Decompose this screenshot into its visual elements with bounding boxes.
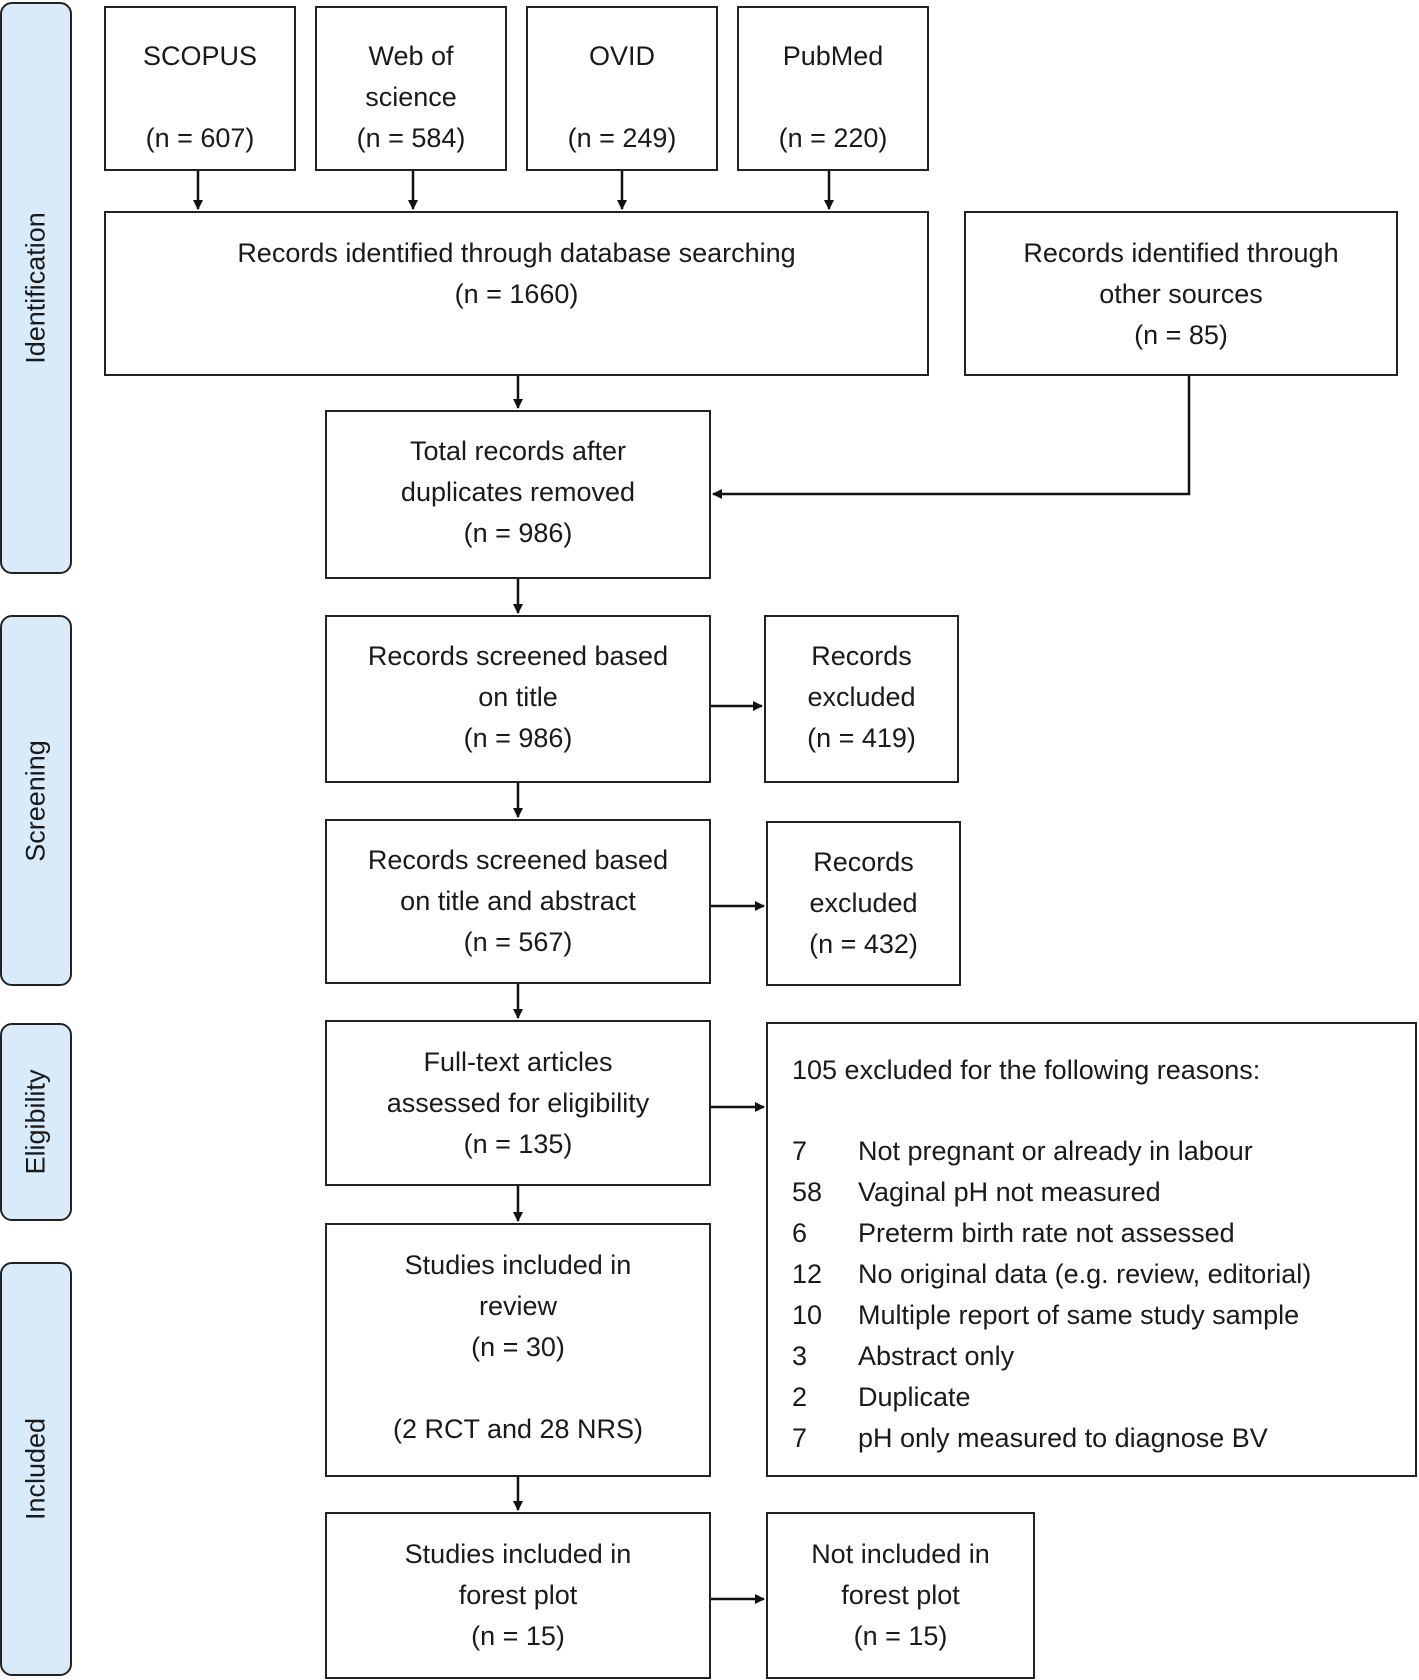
fulltext-label-1: Full-text articles — [423, 1047, 613, 1077]
exclusion-reason-row: 58 Vaginal pH not measured — [792, 1172, 1311, 1213]
duplicates-removed-label-1: Total records after — [409, 436, 627, 466]
source-scopus-count: (n = 607) — [145, 123, 255, 153]
exclusion-reason-row: 6 Preterm birth rate not assessed — [792, 1213, 1311, 1254]
forest-not-included-box: Not included in forest plot (n = 15) — [766, 1512, 1035, 1679]
stage-identification: Identification — [0, 2, 72, 574]
source-wos-name-2: science — [365, 82, 457, 112]
stage-screening: Screening — [0, 615, 72, 986]
exclusion-reason-count: 58 — [792, 1177, 823, 1207]
stage-included: Included — [0, 1262, 72, 1676]
database-search-box: Records identified through database sear… — [104, 211, 929, 376]
screen-abstract-box: Records screened based on title and abst… — [325, 819, 711, 984]
screen-title-label-1: Records screened based — [367, 641, 669, 671]
exclusion-reason-text: Abstract only — [858, 1341, 1015, 1371]
exclusion-reason-count: 2 — [792, 1382, 808, 1412]
duplicates-removed-label-2: duplicates removed — [400, 477, 636, 507]
exclusion-reason-count: 6 — [792, 1218, 808, 1248]
exclusion-reason-row: 3 Abstract only — [792, 1336, 1311, 1377]
screen-abstract-count: (n = 567) — [463, 927, 573, 957]
exclusion-reason-text: No original data (e.g. review, editorial… — [858, 1259, 1312, 1289]
exclusion-reason-text: Multiple report of same study sample — [858, 1300, 1300, 1330]
exclusion-reason-count: 3 — [792, 1341, 808, 1371]
screen-abstract-label-2: on title and abstract — [400, 886, 636, 916]
excluded-abstract-label-2: excluded — [809, 888, 918, 918]
screen-title-label-2: on title — [478, 682, 558, 712]
excluded-title-box: Records excluded (n = 419) — [764, 615, 959, 783]
exclusion-reasons-list: 7 Not pregnant or already in labour 58 Vagi… — [792, 1131, 1311, 1459]
exclusion-reason-row: 12 No original data (e.g. review, editori… — [792, 1254, 1311, 1295]
source-wos-box: Web of science (n = 584) — [315, 6, 507, 171]
included-review-box: Studies included in review (n = 30) (2 R… — [325, 1223, 711, 1477]
fulltext-box: Full-text articles assessed for eligibil… — [325, 1020, 711, 1186]
source-ovid-name: OVID — [588, 41, 655, 71]
source-wos-count: (n = 584) — [356, 123, 466, 153]
source-ovid-count: (n = 249) — [567, 123, 677, 153]
exclusion-reason-text: Preterm birth rate not assessed — [858, 1218, 1235, 1248]
included-review-count: (n = 30) — [471, 1332, 565, 1362]
fulltext-label-2: assessed for eligibility — [386, 1088, 650, 1118]
other-sources-label-2: other sources — [1099, 279, 1263, 309]
stage-eligibility: Eligibility — [0, 1023, 72, 1221]
screen-abstract-label-1: Records screened based — [367, 845, 669, 875]
exclusion-reason-text: pH only measured to diagnose BV — [858, 1423, 1268, 1453]
other-sources-box: Records identified through other sources… — [964, 211, 1398, 376]
included-review-label-2: review — [478, 1291, 558, 1321]
exclusion-reason-text: Duplicate — [858, 1382, 971, 1412]
excluded-abstract-count: (n = 432) — [809, 929, 918, 959]
included-review-label-1: Studies included in — [404, 1250, 632, 1280]
source-scopus-name: SCOPUS — [142, 41, 258, 71]
exclusion-reason-text: Not pregnant or already in labour — [858, 1136, 1253, 1166]
excluded-title-count: (n = 419) — [807, 723, 916, 753]
source-ovid-box: OVID (n = 249) — [526, 6, 718, 171]
excluded-abstract-box: Records excluded (n = 432) — [766, 821, 961, 986]
source-pubmed-box: PubMed (n = 220) — [737, 6, 929, 171]
arrow-other-to-duplicates — [712, 376, 1191, 499]
source-pubmed-name: PubMed — [782, 41, 884, 71]
source-wos-name-1: Web of — [368, 41, 454, 71]
fulltext-count: (n = 135) — [463, 1129, 573, 1159]
exclusion-reason-row: 7 pH only measured to diagnose BV — [792, 1418, 1311, 1459]
exclusion-reason-count: 10 — [792, 1300, 823, 1330]
forest-included-box: Studies included in forest plot (n = 15) — [325, 1512, 711, 1679]
exclusion-reason-row: 10 Multiple report of same study sample — [792, 1295, 1311, 1336]
source-pubmed-count: (n = 220) — [778, 123, 888, 153]
duplicates-removed-box: Total records after duplicates removed (… — [325, 410, 711, 579]
exclusion-reasons-box: 105 excluded for the following reasons: … — [766, 1022, 1417, 1477]
database-search-label: Records identified through database sear… — [237, 238, 796, 268]
duplicates-removed-count: (n = 986) — [463, 518, 573, 548]
exclusion-reasons-heading: 105 excluded for the following reasons: — [792, 1055, 1261, 1085]
included-review-detail: (2 RCT and 28 NRS) — [392, 1414, 644, 1444]
forest-included-count: (n = 15) — [471, 1621, 565, 1651]
screen-title-count: (n = 986) — [463, 723, 573, 753]
exclusion-reason-count: 7 — [792, 1136, 808, 1166]
excluded-title-label-1: Records — [811, 641, 912, 671]
source-scopus-box: SCOPUS (n = 607) — [104, 6, 296, 171]
forest-not-included-count: (n = 15) — [853, 1621, 948, 1651]
database-search-count: (n = 1660) — [454, 279, 579, 309]
exclusion-reason-row: 2 Duplicate — [792, 1377, 1311, 1418]
exclusion-reason-count: 12 — [792, 1259, 823, 1289]
exclusion-reason-count: 7 — [792, 1423, 808, 1453]
forest-included-label-2: forest plot — [458, 1580, 578, 1610]
exclusion-reason-text: Vaginal pH not measured — [858, 1177, 1161, 1207]
forest-included-label-1: Studies included in — [404, 1539, 632, 1569]
screen-title-box: Records screened based on title (n = 986… — [325, 615, 711, 783]
forest-not-included-label-1: Not included in — [811, 1539, 990, 1569]
other-sources-label-1: Records identified through — [1023, 238, 1339, 268]
other-sources-count: (n = 85) — [1134, 320, 1228, 350]
exclusion-reason-row: 7 Not pregnant or already in labour — [792, 1131, 1311, 1172]
excluded-abstract-label-1: Records — [813, 847, 914, 877]
excluded-title-label-2: excluded — [807, 682, 916, 712]
forest-not-included-label-2: forest plot — [841, 1580, 960, 1610]
